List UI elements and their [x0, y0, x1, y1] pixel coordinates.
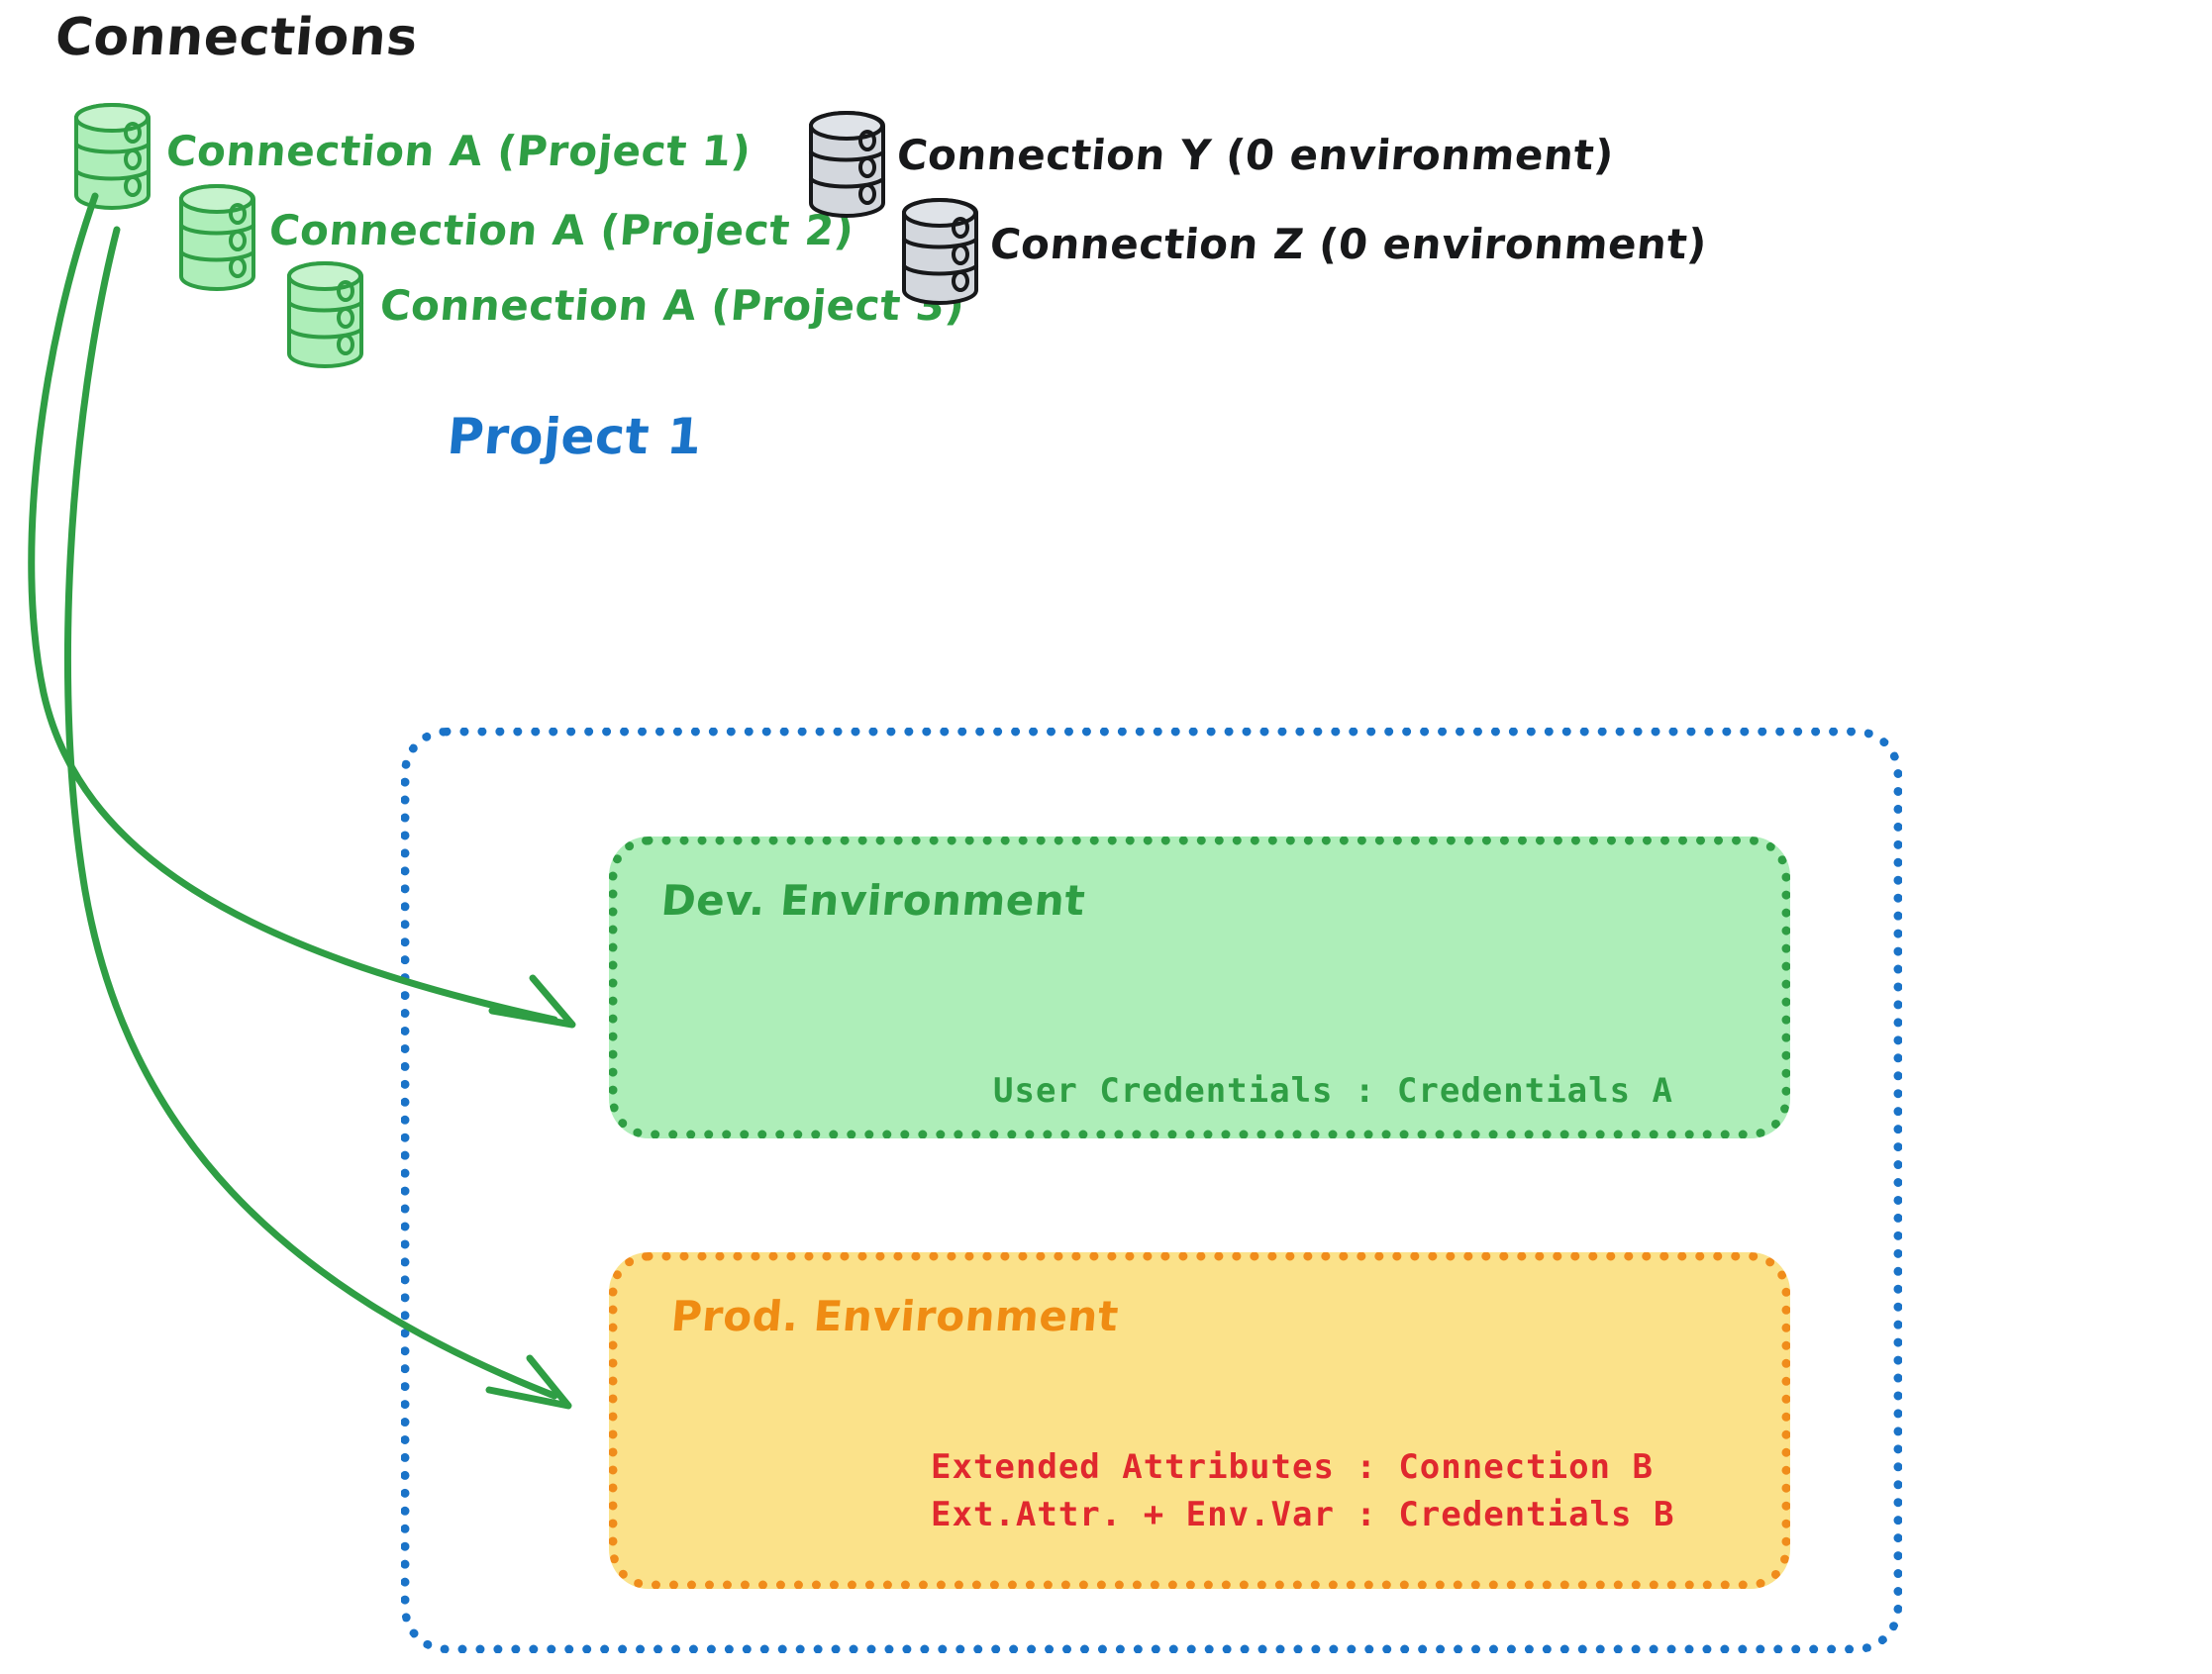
connection-label-a-project-1: Connection A (Project 1)	[163, 127, 754, 175]
database-cylinder-icon	[897, 196, 984, 307]
dev-environment-title: Dev. Environment	[658, 876, 1088, 925]
connection-label-y: Connection Y (0 environment)	[894, 131, 1616, 179]
prod-environment-title: Prod. Environment	[668, 1292, 1121, 1340]
database-cylinder-icon	[282, 259, 369, 370]
connection-label-a-project-3: Connection A (Project 3)	[377, 281, 967, 330]
prod-environment-envvar-line: Ext.Attr. + Env.Var : Credentials B	[931, 1495, 1675, 1534]
database-cylinder-icon	[804, 109, 891, 220]
page-title-project: Project 1	[445, 408, 705, 465]
dev-environment-container	[609, 837, 1790, 1138]
database-cylinder-icon	[69, 101, 156, 212]
prod-environment-attributes-line: Extended Attributes : Connection B	[931, 1447, 1654, 1487]
prod-environment-container	[609, 1252, 1790, 1589]
database-cylinder-icon	[174, 182, 261, 293]
connection-label-z: Connection Z (0 environment)	[987, 220, 1710, 268]
connection-label-a-project-2: Connection A (Project 2)	[266, 206, 856, 254]
page-title-connections: Connections	[52, 8, 421, 67]
dev-environment-credentials-line: User Credentials : Credentials A	[993, 1071, 1674, 1111]
